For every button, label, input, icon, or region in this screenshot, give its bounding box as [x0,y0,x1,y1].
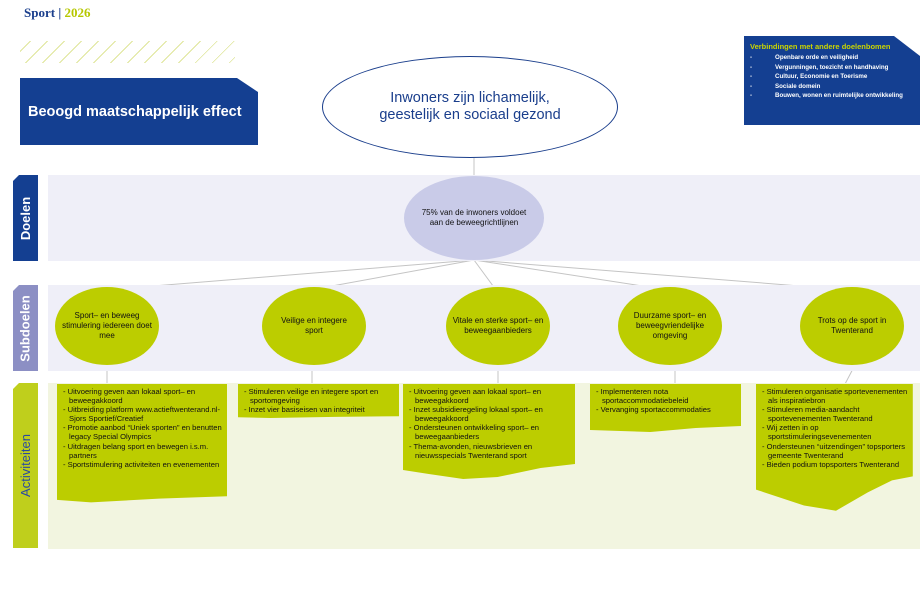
decorative-hatch [20,41,235,63]
document-header: Sport | 2026 [24,5,90,21]
row-label-doelen: Doelen [13,175,38,261]
subgoal-ellipse-4: Duurzame sport– en beweegvriendelijke om… [618,287,722,365]
activity-item: Vervanging sportaccommodaties [596,405,736,414]
subgoal-text: Veilige en integere sport [281,316,347,335]
subgoal-text: Trots op de sport in Twenterand [817,316,887,335]
activity-item: Uitbreiding platform www.actieftwenteran… [63,405,222,423]
connections-title: Verbindingen met andere doelenbomen [750,42,891,51]
activities-list: Stimuleren organisatie sportevenementen … [762,387,911,469]
activities-box-1: Uitvoering geven aan lokaal sport– en be… [57,384,227,503]
activity-item: Wij zetten in op sportstimuleringsevenem… [762,423,911,441]
activity-item: Promotie aanbod “Uniek sporten” en benut… [63,423,222,441]
header-separator: | [58,5,62,20]
subgoal-text: Sport– en beweeg stimulering iedereen do… [62,311,152,340]
activity-item: Stimuleren veilige en integere sport en … [244,387,394,405]
connections-item: -Vergunningen, toezicht en handhaving [750,63,889,71]
activities-list: Uitvoering geven aan lokaal sport– en be… [63,387,222,469]
activities-list: Implementeren nota sportaccommodatiebele… [596,387,736,414]
activities-box-4: Implementeren nota sportaccommodatiebele… [590,384,741,432]
activities-list: Uitvoering geven aan lokaal sport– en be… [409,387,570,460]
activity-item: Inzet vier basiseisen van integriteit [244,405,394,414]
connections-item: -Bouwen, wonen en ruimtelijke ontwikkeli… [750,92,903,99]
connections-item: -Cultuur, Economie en Toerisme [750,73,868,80]
activity-item: Bieden podium topsporters Twenterand [762,460,911,469]
activities-box-3: Uitvoering geven aan lokaal sport– en be… [403,384,575,479]
subgoal-text: Vitale en sterke sport– en beweegaanbied… [452,316,544,335]
row-label-activiteiten: Activiteiten [13,383,38,548]
activity-item: Stimuleren media-aandacht sportevenement… [762,405,911,423]
connections-item: -Openbare orde en veiligheid [750,54,859,61]
activity-item: Inzet subsidieregeling lokaal sport– en … [409,405,570,423]
activities-box-2: Stimuleren veilige en integere sport en … [238,384,399,418]
activity-item: Uitdragen belang sport en bewegen i.s.m.… [63,442,222,460]
activity-item: Uitvoering geven aan lokaal sport– en be… [63,387,222,405]
activity-item: Ondersteunen “uitzendingen” topsporters … [762,442,911,460]
activity-item: Stimuleren organisatie sportevenementen … [762,387,911,405]
subgoal-ellipse-3: Vitale en sterke sport– en beweegaanbied… [446,287,550,365]
subgoal-ellipse-2: Veilige en integere sport [262,287,366,365]
activity-item: Implementeren nota sportaccommodatiebele… [596,387,736,405]
subgoal-ellipse-1: Sport– en beweeg stimulering iedereen do… [55,287,159,365]
activity-item: Thema-avonden, nieuwsbrieven en nieuwssp… [409,442,570,460]
activity-item: Uitvoering geven aan lokaal sport– en be… [409,387,570,405]
activities-list: Stimuleren veilige en integere sport en … [244,387,394,414]
goal-text: 75% van de inwoners voldoet aan de bewee… [421,208,527,227]
effect-statement: Inwoners zijn lichamelijk, geestelijk en… [379,90,561,123]
goal-ellipse: 75% van de inwoners voldoet aan de bewee… [404,176,544,260]
row-label-subdoelen: Subdoelen [13,285,38,371]
connections-item: -Sociale domein [750,82,821,90]
subgoal-text: Duurzame sport– en beweegvriendelijke om… [633,311,707,340]
header-topic: Sport [24,5,56,20]
effect-label: Beoogd maatschappelijk effect [28,103,242,120]
subgoal-ellipse-5: Trots op de sport in Twenterand [800,287,904,365]
connections-panel: Verbindingen met andere doelenbomen -Ope… [744,36,920,125]
effect-label-box: Beoogd maatschappelijk effect [20,78,258,145]
activity-item: Ondersteunen ontwikkeling sport– en bewe… [409,423,570,441]
header-year: 2026 [64,5,91,20]
activity-item: Sportstimulering activiteiten en eveneme… [63,460,222,469]
effect-statement-ellipse: Inwoners zijn lichamelijk, geestelijk en… [322,56,618,158]
